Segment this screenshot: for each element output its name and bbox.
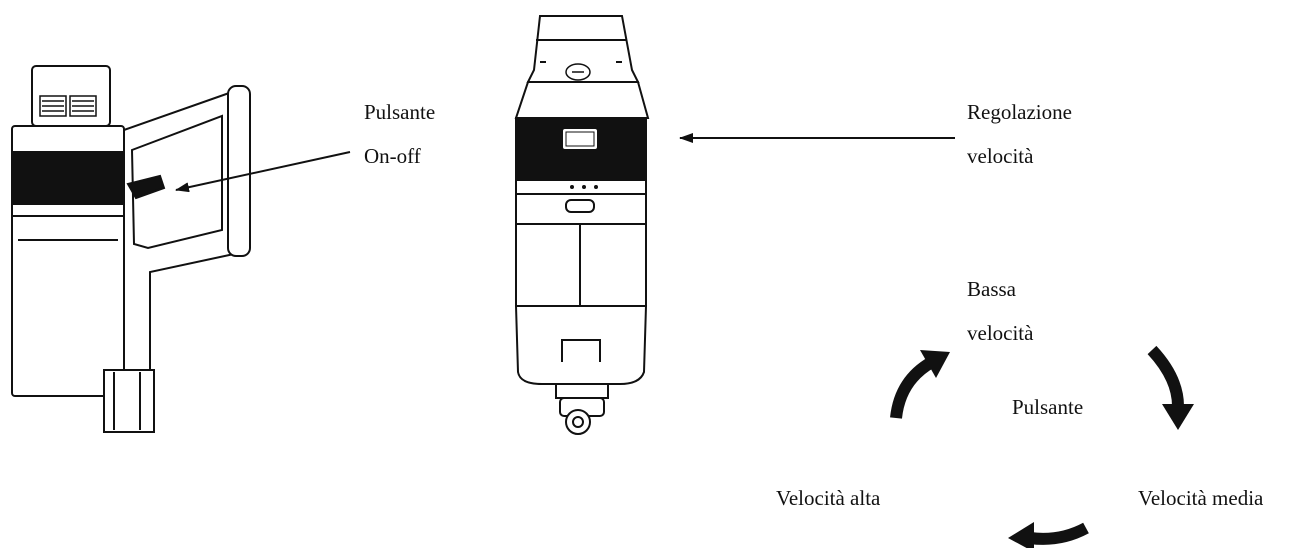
high-speed-label: Velocità alta — [776, 486, 881, 510]
curved-cycle-arrow-icon — [890, 345, 1194, 548]
low-speed-label-line1: Bassa — [967, 277, 1016, 301]
speed-regulation-label-line2: velocità — [967, 144, 1034, 168]
front-view-device-illustration — [514, 15, 650, 435]
medium-speed-label: Velocità media — [1138, 486, 1264, 510]
on-off-label-line2: On-off — [364, 144, 421, 168]
side-view-device-illustration — [11, 65, 251, 433]
on-off-pointer-arrow — [175, 151, 351, 193]
on-off-label-line1: Pulsante — [364, 100, 436, 124]
speed-regulation-label-line1: Regolazione — [967, 100, 1072, 124]
low-speed-label-line2: velocità — [967, 321, 1034, 345]
center-button-label: Pulsante — [1012, 395, 1084, 419]
